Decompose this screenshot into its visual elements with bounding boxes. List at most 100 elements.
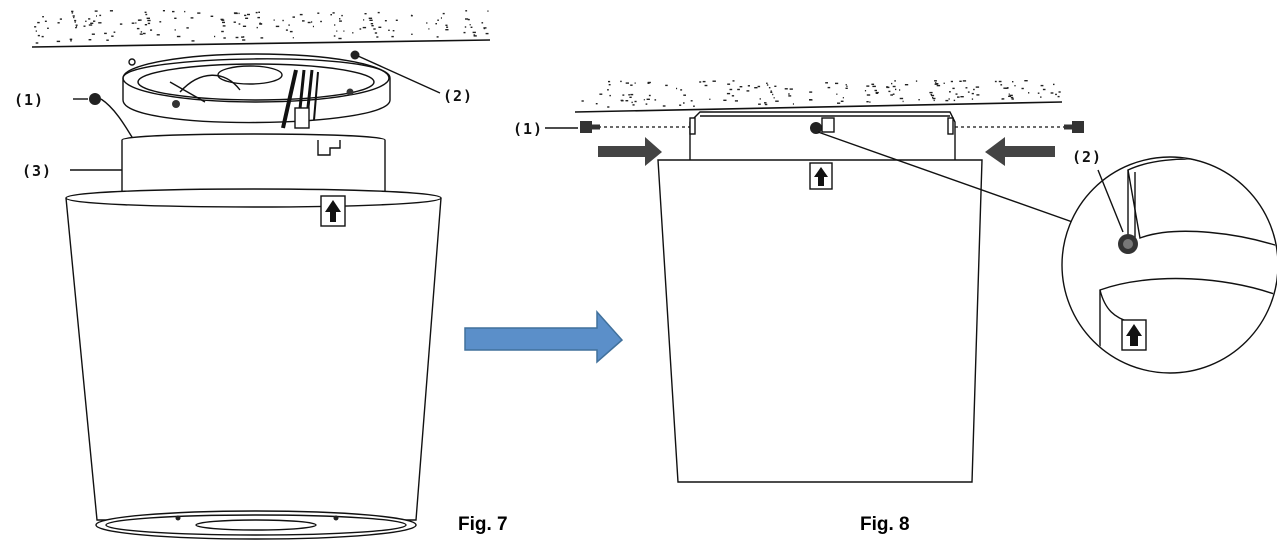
ceiling-speck — [680, 89, 683, 91]
ceiling-speck — [948, 98, 950, 100]
ceiling-speck — [734, 100, 738, 102]
ceiling-speck — [59, 18, 62, 20]
ceiling-speck — [35, 30, 37, 32]
ceiling-speck — [96, 15, 97, 17]
ceiling-speck — [282, 19, 284, 22]
ceiling-speck — [244, 14, 247, 17]
ceiling-speck — [620, 80, 622, 83]
ceiling-speck — [628, 94, 630, 96]
ceiling-speck — [71, 10, 74, 13]
ceiling-speck — [242, 25, 247, 27]
ceiling-speck — [1008, 93, 1010, 95]
ceiling-speck — [630, 84, 633, 86]
ceiling-speck — [410, 15, 413, 17]
ceiling-speck — [845, 87, 848, 89]
ceiling-speck — [363, 19, 365, 21]
ceiling-speck — [222, 25, 226, 27]
ceiling-speck — [784, 88, 788, 90]
ceiling-speck — [446, 26, 449, 28]
ceiling-speck — [320, 20, 322, 23]
figure-caption-fig7: Fig. 7 — [458, 514, 508, 535]
ceiling-speck — [292, 37, 294, 39]
ceiling-speck — [332, 12, 335, 14]
ceiling-speck — [872, 85, 876, 88]
ceiling-speck — [792, 103, 794, 105]
ceiling-speck — [1040, 84, 1044, 87]
ceiling-speck — [934, 80, 937, 82]
ceiling-speck — [392, 30, 395, 32]
ceiling-speck — [702, 80, 706, 83]
ceiling-speck — [892, 85, 896, 88]
ceiling-speck — [634, 100, 637, 103]
ceiling-speck — [71, 12, 74, 14]
bracket-fig8 — [689, 111, 956, 163]
ceiling-speck — [75, 26, 77, 29]
ceiling-speck — [94, 10, 98, 12]
up-arrow-label-icon — [320, 195, 346, 227]
ceiling-speck — [88, 24, 93, 26]
ceiling-speck — [113, 31, 116, 33]
ceiling-speck — [747, 85, 750, 87]
ceiling-speck — [436, 36, 439, 38]
ceiling-speck — [220, 18, 224, 21]
ceiling-speck — [243, 36, 245, 38]
ceiling-speck — [625, 82, 629, 84]
ceiling-speck — [341, 14, 343, 17]
ceiling-speck — [442, 12, 445, 15]
ceiling-speck — [483, 27, 486, 30]
ceiling-speck — [949, 91, 951, 93]
ceiling-speck — [1053, 83, 1055, 86]
ceiling-speck — [260, 37, 264, 39]
ceiling-speck — [631, 101, 633, 104]
ceiling-speck — [247, 13, 250, 16]
ceiling-speck — [1002, 98, 1005, 100]
ceiling-speck — [190, 17, 194, 19]
ceiling-speck — [222, 21, 225, 24]
ceiling-speck — [93, 20, 96, 22]
ceiling-speck — [773, 97, 775, 99]
ceiling-speck — [373, 28, 376, 30]
ceiling-speck — [962, 80, 967, 82]
callout-fig8-screw: (1) — [513, 120, 543, 138]
ceiling-speck — [162, 10, 165, 12]
ceiling-speck — [654, 99, 657, 101]
ceiling-speck — [146, 17, 150, 19]
ceiling-speck — [395, 19, 398, 21]
ceiling-speck — [646, 98, 650, 100]
ceiling-speck — [362, 26, 367, 29]
ceiling-speck — [1037, 92, 1040, 94]
ceiling-speck — [37, 34, 40, 37]
fig8: (1) (2) Fig. 8 — [513, 80, 1277, 535]
ceiling-speck — [902, 100, 904, 103]
callout-fig7-bracket: (3) — [22, 162, 52, 180]
ceiling-speck — [645, 103, 648, 105]
ceiling-speck — [890, 94, 893, 96]
ceiling-speck — [704, 84, 708, 87]
fig7: (1) (2) (3) Fig. 7 — [14, 10, 508, 540]
ceiling-speck — [411, 33, 413, 35]
ceiling-speck — [665, 84, 668, 87]
ceiling-speck — [376, 36, 379, 38]
ceiling-speck — [931, 94, 935, 97]
ceiling-speck — [99, 14, 102, 17]
ceiling-speck — [737, 88, 740, 91]
ceiling-speck — [1021, 87, 1024, 90]
ceiling-speck — [959, 80, 962, 82]
ceiling-speck — [866, 101, 869, 103]
ceiling-speck — [69, 38, 73, 40]
ceiling-speck — [172, 10, 175, 13]
ceiling-speck — [140, 31, 143, 33]
ceiling-speck — [774, 85, 777, 87]
ceiling-speck — [827, 86, 831, 89]
ceiling-speck — [630, 93, 634, 96]
mounting-ring — [122, 50, 391, 129]
ceiling-speck — [662, 105, 666, 107]
ceiling-fig7 — [31, 10, 491, 48]
ceiling-speck — [156, 34, 160, 36]
ceiling-speck — [1006, 87, 1009, 89]
ceiling-speck — [428, 28, 430, 30]
ceiling-speck — [899, 97, 904, 100]
ceiling-speck — [768, 87, 771, 89]
ceiling-speck — [159, 21, 162, 23]
